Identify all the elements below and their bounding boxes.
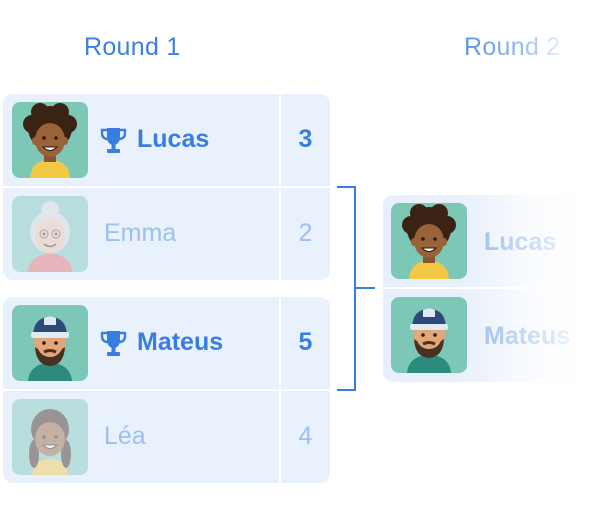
player-score: 2 xyxy=(298,219,313,247)
bracket-connector xyxy=(337,186,375,391)
player-score: 3 xyxy=(298,125,313,153)
trophy-icon xyxy=(100,329,127,358)
lucas-avatar xyxy=(12,102,88,178)
player-name: Emma xyxy=(104,219,177,247)
player-score: 4 xyxy=(298,422,313,450)
player-score: 5 xyxy=(298,328,313,356)
player-row-lucas[interactable]: Lucas xyxy=(383,195,600,287)
player-row-emma[interactable]: Emma 2 xyxy=(3,188,330,280)
player-name: Mateus xyxy=(484,322,571,350)
player-name: Lucas xyxy=(137,125,210,153)
player-row-mateus[interactable]: Mateus xyxy=(383,289,600,381)
player-name: Lucas xyxy=(484,228,557,256)
round-2-match-1[interactable]: Lucas Mateus xyxy=(383,195,600,382)
player-row-lucas[interactable]: Lucas 3 xyxy=(3,94,330,186)
score-divider xyxy=(279,297,281,483)
player-row-mateus[interactable]: Mateus 5 xyxy=(3,297,330,389)
row-divider xyxy=(3,389,330,391)
round-2-title: Round 2 xyxy=(464,33,561,61)
row-divider xyxy=(3,186,330,188)
round-1-title: Round 1 xyxy=(84,33,181,61)
player-row-lea[interactable]: Léa 4 xyxy=(3,391,330,483)
lea-avatar xyxy=(12,399,88,475)
round-1-match-1[interactable]: Lucas 3 Emma 2 xyxy=(3,94,330,280)
player-name: Mateus xyxy=(137,328,224,356)
emma-avatar xyxy=(12,196,88,272)
lucas-avatar xyxy=(391,203,467,279)
round-1-match-2[interactable]: Mateus 5 Léa 4 xyxy=(3,297,330,483)
mateus-avatar xyxy=(12,305,88,381)
mateus-avatar xyxy=(391,297,467,373)
score-divider xyxy=(279,94,281,280)
trophy-icon xyxy=(100,126,127,155)
player-name: Léa xyxy=(104,422,146,450)
